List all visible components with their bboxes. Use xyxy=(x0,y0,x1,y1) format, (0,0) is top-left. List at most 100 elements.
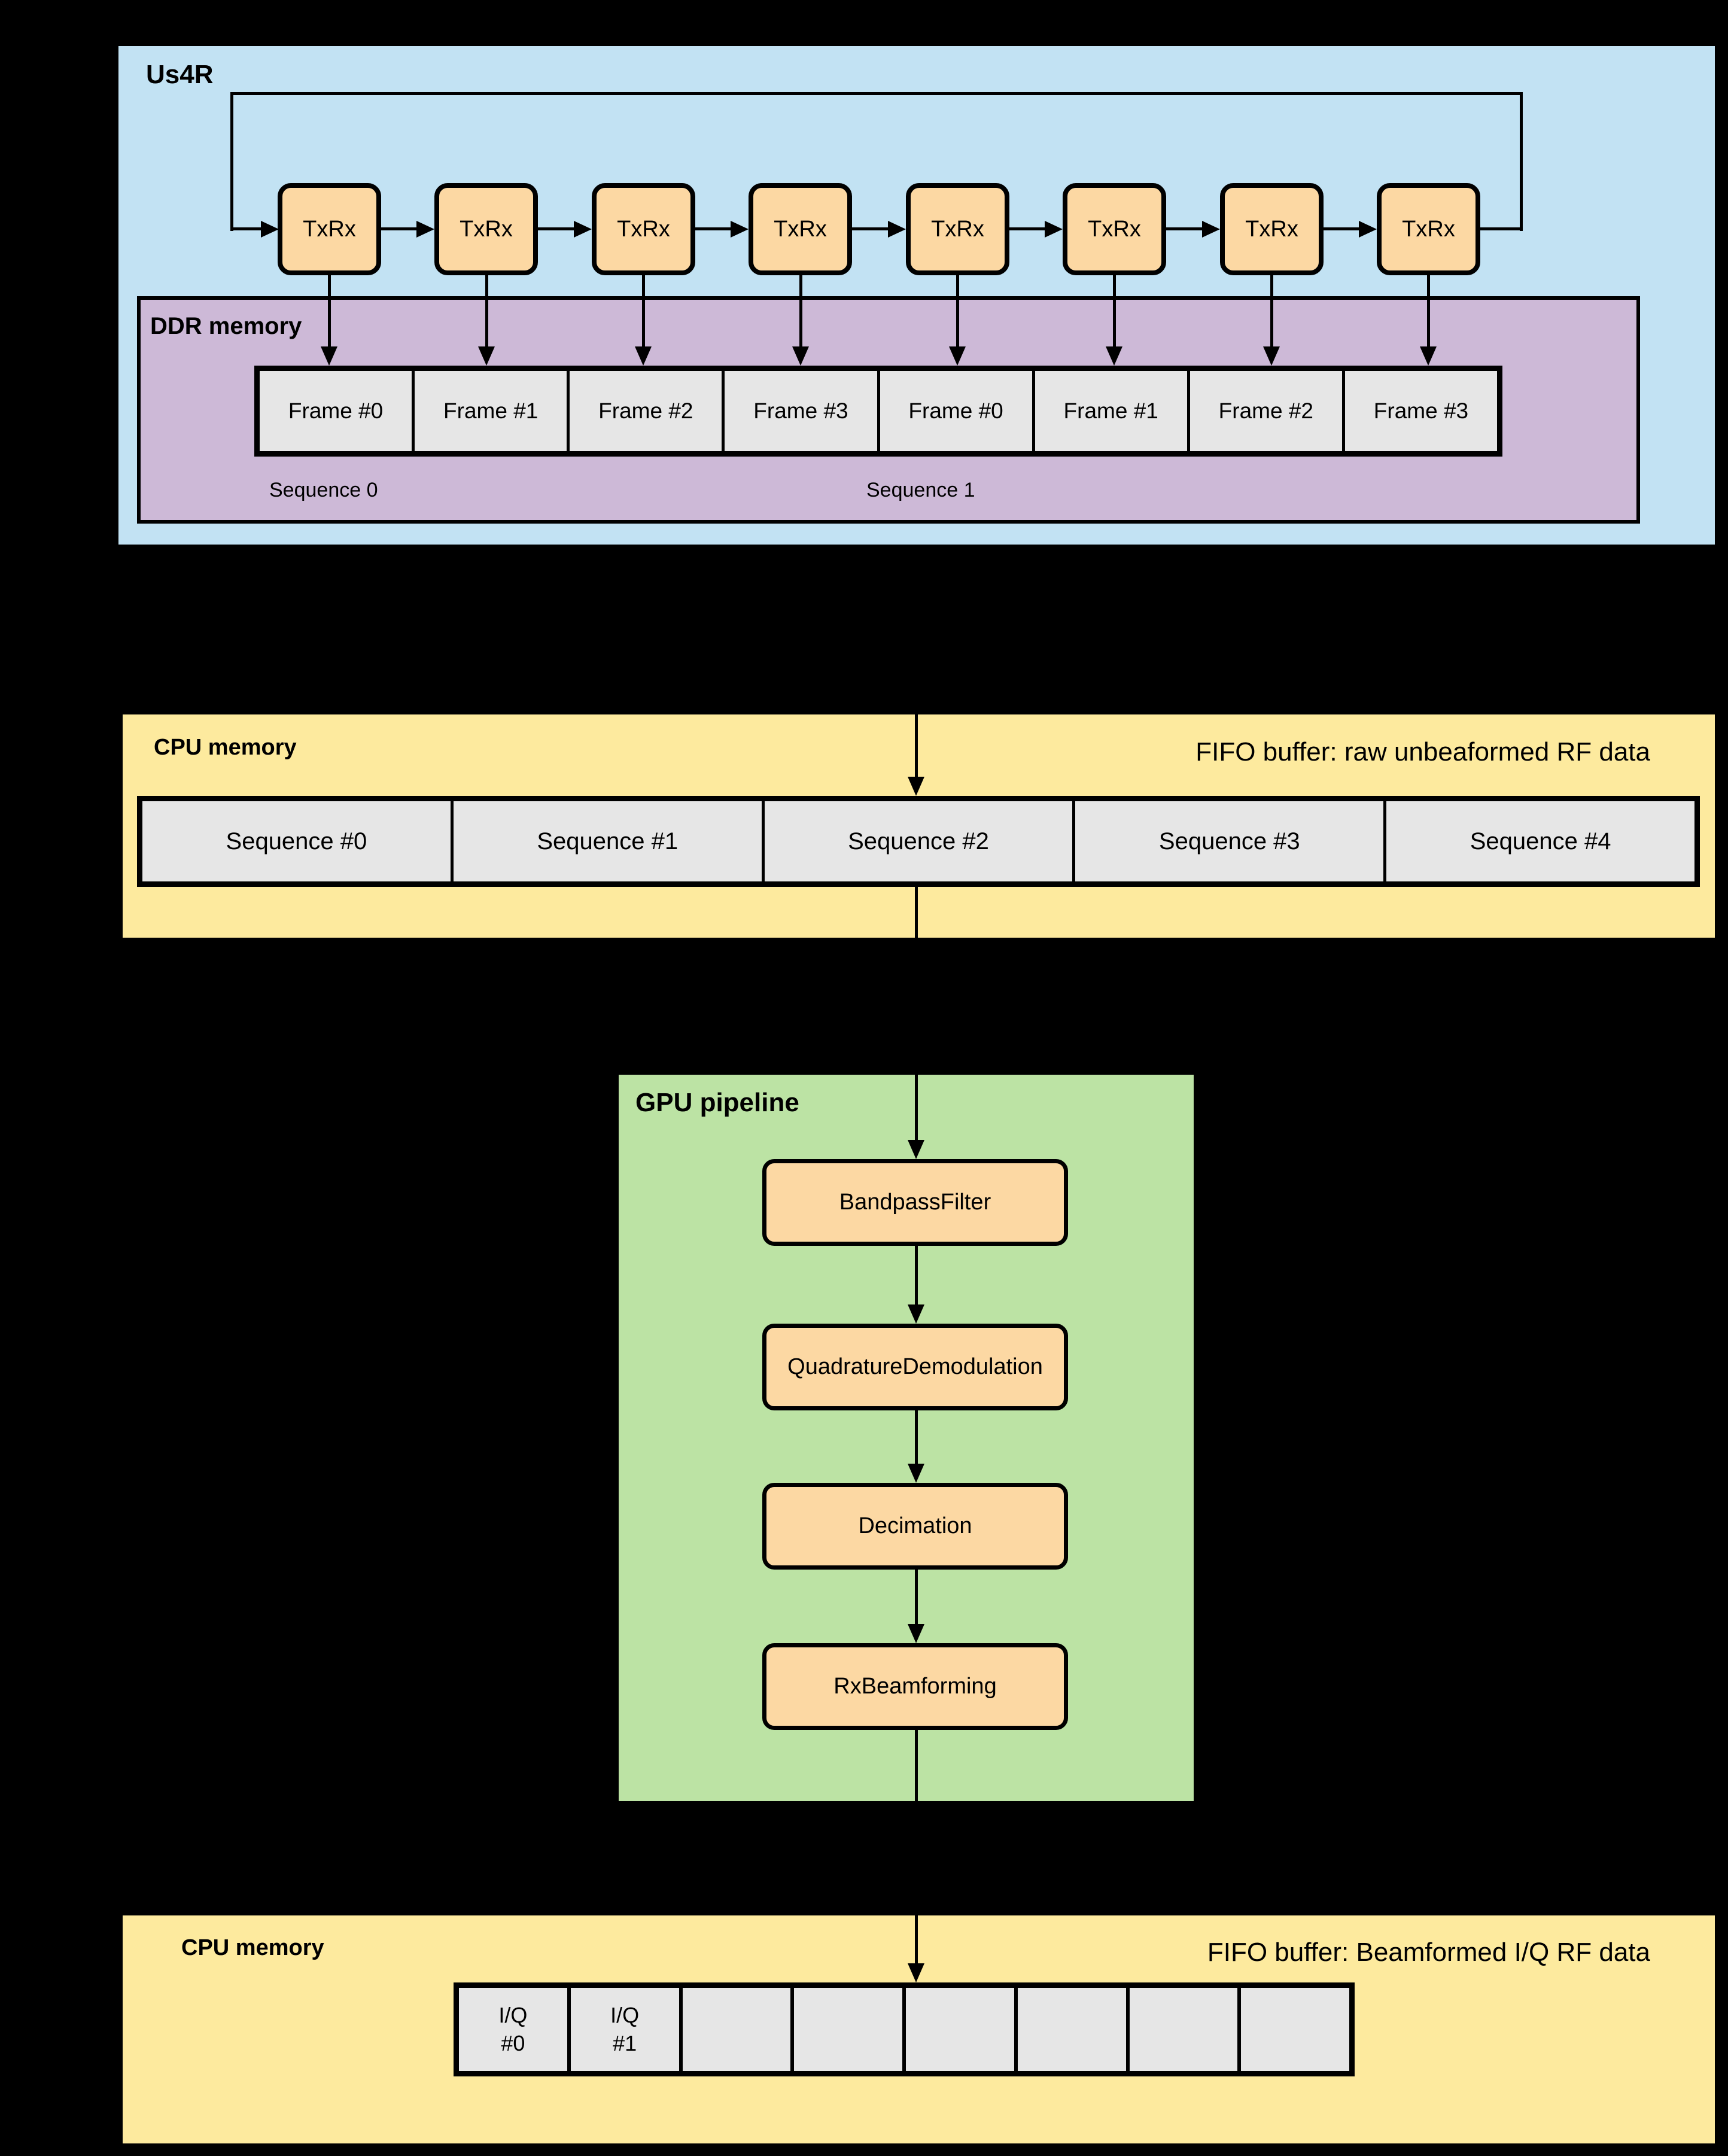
txrx-connector-line xyxy=(852,227,888,230)
us4r-title: Us4R xyxy=(146,60,214,89)
txrx-to-frame-line xyxy=(799,275,802,346)
ddr-to-cpu-line xyxy=(915,714,918,778)
feedback-entry-line xyxy=(230,227,263,230)
txrx-node: TxRx xyxy=(278,183,381,275)
sequence-1-label: Sequence 1 xyxy=(866,479,975,501)
txrx-to-frame-arrowhead-icon xyxy=(321,346,337,366)
txrx-label: TxRx xyxy=(931,216,984,242)
frame-cell: Frame #0 xyxy=(880,371,1032,451)
txrx-to-frame-line xyxy=(1113,275,1116,346)
iq-row: I/Q #0 I/Q #1 xyxy=(454,1982,1355,2076)
sequence-0-label: Sequence 0 xyxy=(269,479,378,501)
txrx-label: TxRx xyxy=(460,216,513,242)
txrx-connector-line xyxy=(1324,227,1359,230)
txrx-to-frame-line xyxy=(328,275,331,346)
gpu-stage-label: RxBeamforming xyxy=(833,1674,997,1699)
txrx-connector-arrowhead-icon xyxy=(1045,221,1063,238)
txrx-to-frame-arrowhead-icon xyxy=(792,346,809,366)
feedback-line-right xyxy=(1520,92,1523,231)
ddr-memory-title: DDR memory xyxy=(150,313,302,339)
frames-row: Frame #0 Frame #1 Frame #2 Frame #3 Fram… xyxy=(254,366,1502,457)
txrx-connector-line xyxy=(695,227,731,230)
frame-cell: Frame #2 xyxy=(1189,371,1342,451)
gpu-to-cpu-arrowhead-icon xyxy=(908,1963,924,1982)
gpu-stage-connector-line xyxy=(915,1245,918,1304)
txrx-to-frame-line xyxy=(485,275,488,346)
txrx-to-frame-line xyxy=(642,275,645,346)
txrx-connector-arrowhead-icon xyxy=(731,221,749,238)
iq-cell: I/Q #0 xyxy=(459,1988,567,2071)
txrx-node: TxRx xyxy=(434,183,538,275)
txrx-connector-line xyxy=(1009,227,1045,230)
frame-cell: Frame #3 xyxy=(1344,371,1497,451)
gpu-pipeline-title: GPU pipeline xyxy=(635,1088,799,1117)
iq-cell xyxy=(906,1988,1014,2071)
iq-cell: I/Q #1 xyxy=(570,1988,679,2071)
ddr-to-cpu-arrowhead-icon xyxy=(908,777,924,796)
txrx-node: TxRx xyxy=(749,183,852,275)
txrx-connector-line xyxy=(1166,227,1202,230)
txrx-connector-arrowhead-icon xyxy=(1359,221,1377,238)
txrx-node: TxRx xyxy=(1063,183,1166,275)
txrx-to-frame-arrowhead-icon xyxy=(635,346,652,366)
gpu-entry-line xyxy=(915,1075,918,1140)
txrx-to-frame-line xyxy=(956,275,959,346)
gpu-stage-node: RxBeamforming xyxy=(762,1643,1068,1730)
sequence-cell: Sequence #4 xyxy=(1386,801,1694,881)
txrx-to-frame-line xyxy=(1270,275,1273,346)
gpu-stage-connector-line xyxy=(915,1570,918,1624)
gpu-stage-node: QuadratureDemodulation xyxy=(762,1324,1068,1410)
sequence-cell: Sequence #0 xyxy=(142,801,451,881)
txrx-label: TxRx xyxy=(303,216,356,242)
cpu-to-gpu-line xyxy=(915,887,918,938)
feedback-entry-arrowhead-icon xyxy=(261,221,279,238)
gpu-exit-line xyxy=(915,1730,918,1801)
txrx-connector-arrowhead-icon xyxy=(888,221,906,238)
txrx-to-frame-arrowhead-icon xyxy=(478,346,495,366)
txrx-label: TxRx xyxy=(617,216,670,242)
feedback-line-top xyxy=(230,92,1523,95)
iq-cell xyxy=(1241,1988,1349,2071)
gpu-stage-label: BandpassFilter xyxy=(839,1190,991,1215)
sequence-cell: Sequence #3 xyxy=(1075,801,1384,881)
gpu-stage-label: Decimation xyxy=(858,1513,972,1538)
frame-cell: Frame #1 xyxy=(415,371,567,451)
cpu-iq-fifo-label: FIFO buffer: Beamformed I/Q RF data xyxy=(1207,1938,1650,1967)
feedback-line-left xyxy=(230,92,233,231)
gpu-stage-node: Decimation xyxy=(762,1483,1068,1570)
sequence-row: Sequence #0 Sequence #1 Sequence #2 Sequ… xyxy=(137,796,1700,887)
txrx-to-frame-arrowhead-icon xyxy=(949,346,966,366)
txrx-to-frame-arrowhead-icon xyxy=(1106,346,1122,366)
txrx-connector-arrowhead-icon xyxy=(416,221,434,238)
txrx-connector-line xyxy=(381,227,417,230)
iq-cell xyxy=(1017,1988,1126,2071)
iq-cell xyxy=(682,1988,791,2071)
txrx-to-frame-arrowhead-icon xyxy=(1263,346,1280,366)
txrx-label: TxRx xyxy=(1088,216,1141,242)
gpu-stage-connector-line xyxy=(915,1410,918,1464)
feedback-exit-line xyxy=(1480,227,1523,230)
iq-cell xyxy=(1129,1988,1238,2071)
cpu-iq-title: CPU memory xyxy=(181,1935,324,1960)
txrx-label: TxRx xyxy=(1402,216,1455,242)
sequence-cell: Sequence #2 xyxy=(764,801,1073,881)
cpu-raw-fifo-label: FIFO buffer: raw unbeaformed RF data xyxy=(1195,737,1650,767)
txrx-to-frame-arrowhead-icon xyxy=(1420,346,1437,366)
gpu-stage-connector-arrowhead-icon xyxy=(908,1624,924,1643)
gpu-stage-connector-arrowhead-icon xyxy=(908,1464,924,1483)
txrx-label: TxRx xyxy=(774,216,827,242)
txrx-label: TxRx xyxy=(1245,216,1298,242)
cpu-raw-title: CPU memory xyxy=(154,735,297,760)
txrx-connector-arrowhead-icon xyxy=(1202,221,1220,238)
gpu-stage-node: BandpassFilter xyxy=(762,1159,1068,1246)
txrx-connector-arrowhead-icon xyxy=(574,221,592,238)
sequence-cell: Sequence #1 xyxy=(453,801,762,881)
txrx-node: TxRx xyxy=(1377,183,1480,275)
txrx-node: TxRx xyxy=(1220,183,1324,275)
frame-cell: Frame #1 xyxy=(1035,371,1187,451)
txrx-node: TxRx xyxy=(906,183,1009,275)
frame-cell: Frame #3 xyxy=(725,371,877,451)
txrx-to-frame-line xyxy=(1427,275,1430,346)
txrx-node: TxRx xyxy=(592,183,695,275)
